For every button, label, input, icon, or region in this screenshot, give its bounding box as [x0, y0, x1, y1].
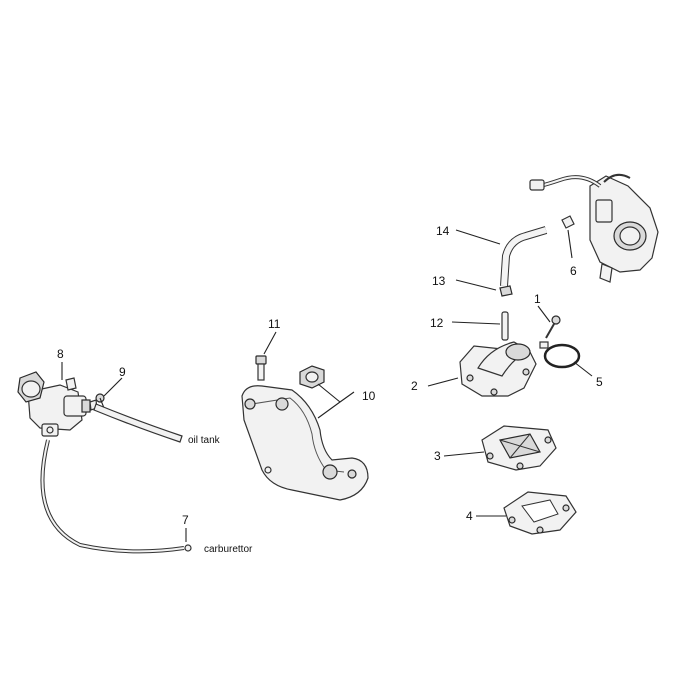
oil-pump — [17, 371, 91, 437]
hose-clip — [499, 285, 513, 297]
callout-11: 11 — [268, 317, 281, 331]
cover-bolt — [255, 355, 267, 381]
reed-valve — [481, 425, 557, 471]
carb-clip — [561, 215, 575, 229]
callout-4: 4 — [466, 509, 473, 523]
callout-13: 13 — [432, 274, 446, 288]
intake-manifold — [459, 341, 537, 397]
manifold-screw — [545, 315, 561, 339]
oil-tank-hose — [93, 403, 183, 443]
callout-12: 12 — [430, 316, 444, 330]
callout-7: 7 — [182, 513, 189, 527]
oil-tank-label: oil tank — [188, 435, 221, 446]
callout-8: 8 — [57, 347, 64, 361]
callout-1: 1 — [534, 292, 541, 306]
callout-6: 6 — [570, 264, 577, 278]
carburettor-label: carburettor — [204, 544, 253, 555]
vent-hose — [500, 226, 548, 287]
callout-14: 14 — [436, 224, 450, 238]
carburettor — [529, 173, 659, 283]
clamp-ring — [539, 341, 581, 369]
cover-nut — [299, 365, 325, 389]
cover-plate — [241, 385, 369, 501]
callout-5: 5 — [596, 375, 603, 389]
callout-10: 10 — [362, 389, 376, 403]
carburettor-hose — [40, 439, 192, 554]
callout-2: 2 — [411, 379, 418, 393]
gasket — [503, 491, 577, 535]
connector-tube — [501, 311, 509, 341]
callout-3: 3 — [434, 449, 441, 463]
callout-9: 9 — [119, 365, 126, 379]
leader-lines — [61, 229, 593, 542]
